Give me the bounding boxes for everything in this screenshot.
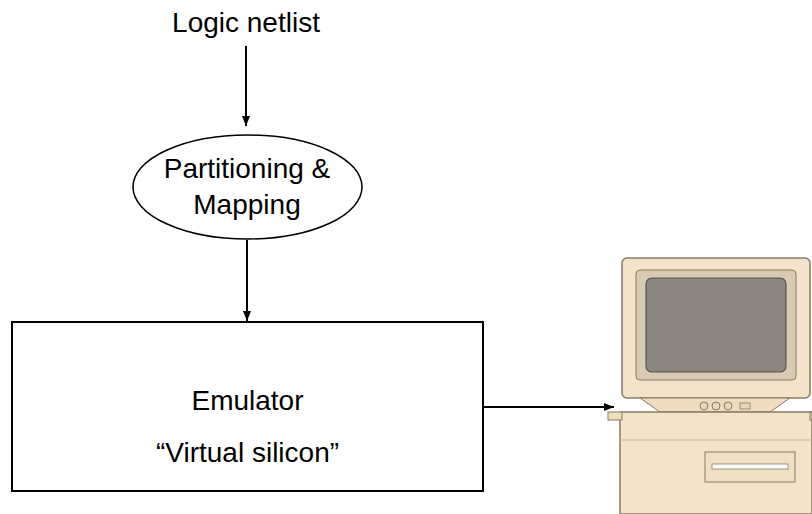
flow-arrow <box>246 240 248 321</box>
node-subtitle: “Virtual silicon” <box>156 435 339 471</box>
process-ellipse: Partitioning & Mapping <box>132 134 363 240</box>
input-arrow <box>245 46 247 126</box>
computer-icon <box>608 258 812 514</box>
output-arrow <box>484 406 614 408</box>
node-title: Partitioning & Mapping <box>162 151 332 223</box>
node-title: Emulator <box>191 383 303 419</box>
ellipse-outline <box>132 134 363 240</box>
input-label: Logic netlist <box>172 6 320 40</box>
emulator-box: Emulator “Virtual silicon” <box>11 321 484 492</box>
